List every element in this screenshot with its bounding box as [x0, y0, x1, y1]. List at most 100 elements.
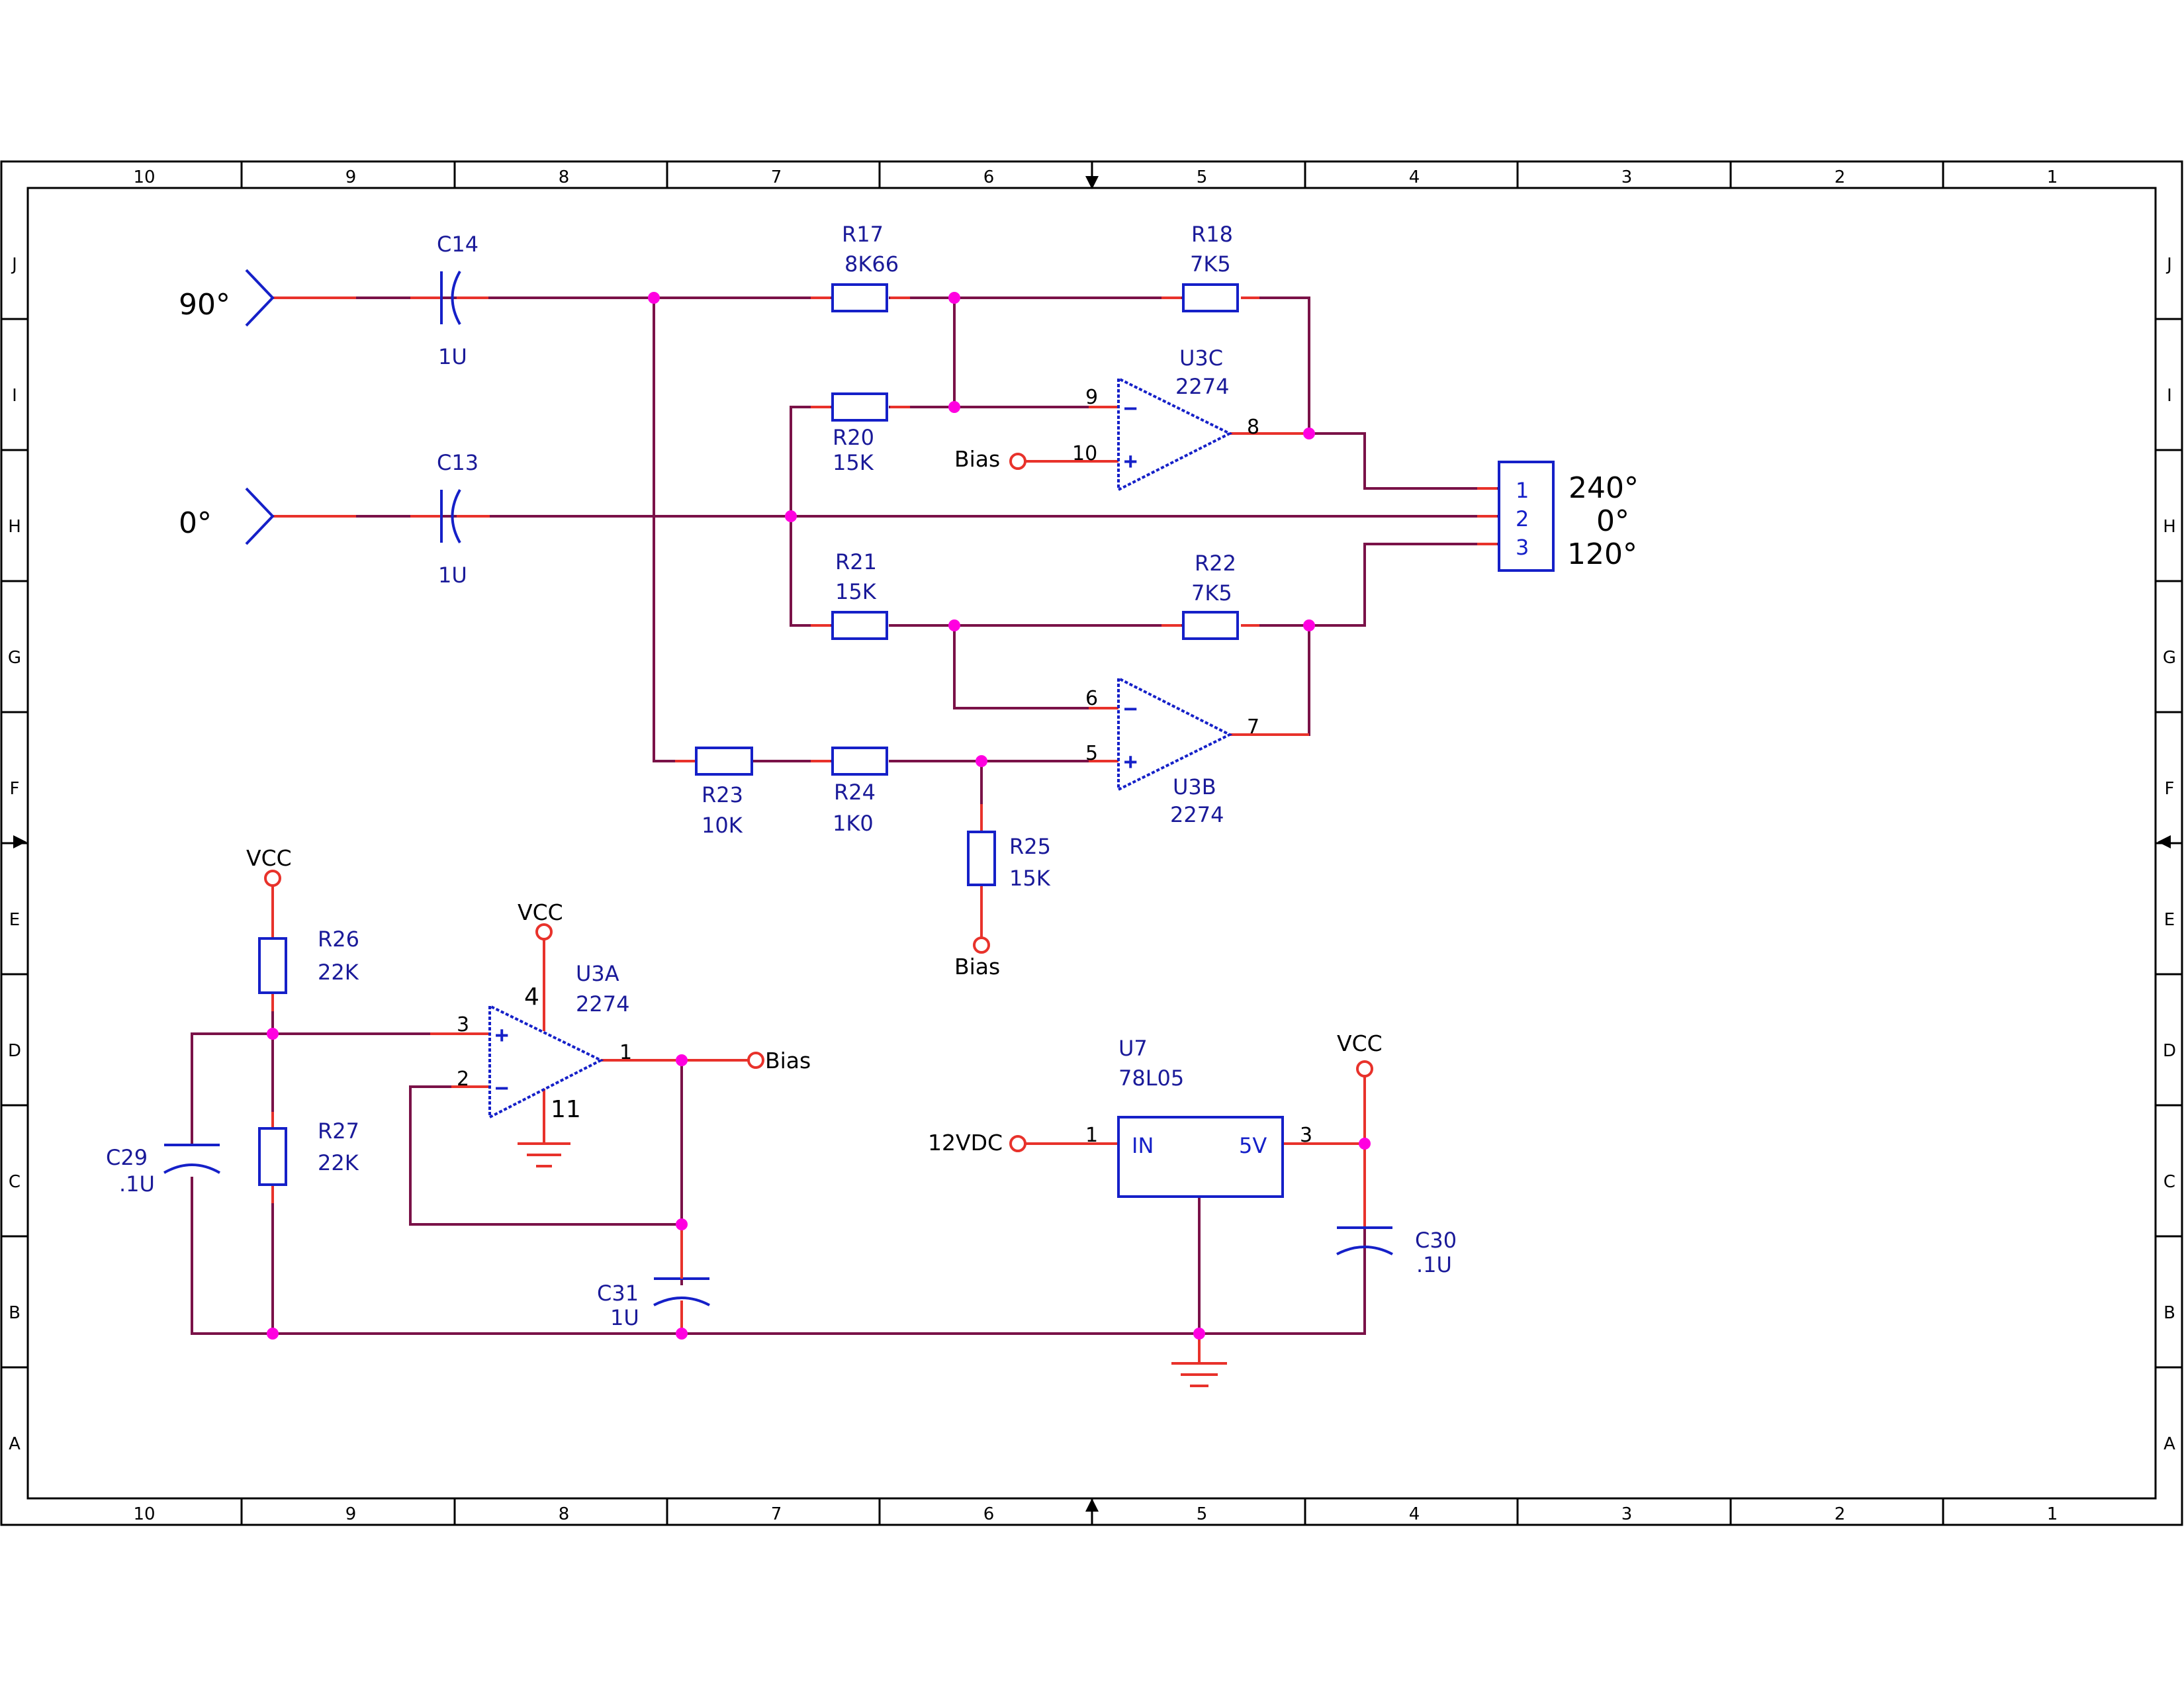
connector-label-120: 120° — [1567, 537, 1637, 571]
capacitor-c30[interactable]: C30 .1U — [1336, 1226, 1457, 1277]
capacitor-c31[interactable]: C31 1U — [597, 1224, 710, 1334]
r24-ref: R24 — [834, 780, 876, 805]
row-label-left: B — [9, 1303, 21, 1323]
ground-icon — [518, 1142, 570, 1167]
u3c-pin-inv: 9 — [1085, 386, 1098, 409]
resistor-r25[interactable]: R25 15K — [967, 831, 1051, 891]
vcc-label-u7: VCC — [1337, 1030, 1383, 1056]
u3c-plus-sign: + — [1124, 448, 1137, 475]
row-label-left: J — [11, 255, 17, 275]
c14-value: 1U — [438, 344, 467, 369]
input-label-0: 0° — [179, 506, 212, 540]
r26-value: 22K — [318, 960, 359, 985]
u7-pin-in: 1 — [1085, 1124, 1098, 1147]
row-label-right: E — [2164, 910, 2175, 930]
vcc-port-left — [264, 870, 281, 887]
c13-value: 1U — [438, 563, 467, 588]
r20-ref: R20 — [833, 425, 874, 450]
row-label-right: G — [2163, 648, 2176, 668]
r20-value: 15K — [833, 450, 874, 475]
r25-ref: R25 — [1009, 834, 1051, 859]
col-label-bottom: 5 — [1197, 1504, 1208, 1524]
r27-ref: R27 — [318, 1118, 359, 1144]
col-label-top: 3 — [1621, 167, 1633, 187]
input-arrow-0 — [245, 487, 275, 545]
u3a-pin-vcc: 4 — [524, 983, 539, 1011]
u3a-pin-gnd: 11 — [551, 1096, 581, 1123]
u3b-plus-sign: + — [1124, 749, 1137, 775]
resistor-r22[interactable]: R22 7K5 — [1182, 551, 1239, 640]
resistor-r20[interactable]: R20 15K — [831, 392, 888, 475]
r24-value: 1K0 — [833, 811, 874, 836]
u3c-pin-out: 8 — [1247, 416, 1259, 439]
bias-port-u3c — [1009, 453, 1026, 470]
col-label-bottom: 6 — [983, 1504, 995, 1524]
c29-value: .1U — [119, 1171, 155, 1197]
col-label-top: 5 — [1197, 167, 1208, 187]
supply-label: 12VDC — [928, 1130, 1003, 1156]
row-label-left: D — [8, 1041, 21, 1061]
connector-pin-2: 2 — [1516, 506, 1529, 531]
col-label-bottom: 4 — [1409, 1504, 1420, 1524]
c31-value: 1U — [610, 1305, 639, 1330]
resistor-r18[interactable]: R18 7K5 — [1182, 222, 1239, 312]
r17-value: 8K66 — [844, 251, 899, 277]
col-label-top: 7 — [771, 167, 782, 187]
output-connector[interactable]: 1 2 3 240° 0° 120° — [1498, 461, 1639, 572]
opamp-u3c[interactable]: − + 9 10 8 U3C 2274 — [1072, 345, 1259, 492]
col-label-bottom: 9 — [345, 1504, 357, 1524]
u3a-pin-inv: 2 — [457, 1068, 469, 1091]
row-label-right: B — [2163, 1303, 2175, 1323]
r17-ref: R17 — [842, 222, 884, 247]
col-label-top: 8 — [559, 167, 570, 187]
col-label-top: 1 — [2047, 167, 2058, 187]
u3a-plus-sign: + — [495, 1022, 508, 1048]
r27-value: 22K — [318, 1150, 359, 1175]
r18-value: 7K5 — [1190, 251, 1231, 277]
c31-ref: C31 — [597, 1281, 639, 1306]
u3a-part: 2274 — [576, 991, 629, 1017]
resistor-r26[interactable]: R26 22K — [258, 927, 359, 994]
resistor-r17[interactable]: R17 8K66 — [831, 222, 899, 312]
connector-label-0: 0° — [1596, 504, 1629, 538]
center-arrow-left — [13, 835, 26, 848]
u3c-ref: U3C — [1179, 345, 1223, 371]
u3a-pin-noninv: 3 — [457, 1013, 469, 1036]
u3c-pin-noninv: 10 — [1072, 442, 1097, 465]
col-label-bottom: 3 — [1621, 1504, 1633, 1524]
resistor-r27[interactable]: R27 22K — [258, 1118, 359, 1186]
u7-out-label: 5V — [1239, 1133, 1267, 1158]
bias-label-u3c: Bias — [954, 446, 1000, 472]
opamp-u3b[interactable]: − + 6 5 7 U3B 2274 — [1085, 676, 1259, 827]
c30-ref: C30 — [1415, 1228, 1457, 1253]
u3a-ref: U3A — [576, 961, 619, 986]
net-ports — [264, 453, 1373, 1152]
r18-ref: R18 — [1191, 222, 1233, 247]
row-label-left: H — [8, 517, 21, 537]
capacitor-c29[interactable]: C29 .1U — [106, 1144, 220, 1197]
row-label-right: H — [2163, 517, 2176, 537]
vcc-port-u3a — [535, 923, 553, 940]
opamp-u3a[interactable]: + − 3 2 1 4 11 U3A 2274 — [457, 961, 632, 1123]
junction-dots — [267, 292, 1371, 1340]
u3c-part: 2274 — [1175, 374, 1229, 399]
capacitor-c14[interactable]: C14 1U — [356, 232, 655, 369]
col-label-top: 2 — [1835, 167, 1846, 187]
resistor-r21[interactable]: R21 15K — [831, 549, 888, 640]
row-label-right: C — [2163, 1172, 2175, 1192]
capacitor-c13[interactable]: C13 1U — [410, 450, 490, 588]
r22-ref: R22 — [1195, 551, 1236, 576]
resistor-r24[interactable]: R24 1K0 — [831, 747, 888, 836]
col-label-bottom: 1 — [2047, 1504, 2058, 1524]
bias-port-r25 — [973, 936, 990, 954]
u3b-part: 2274 — [1170, 802, 1224, 827]
sheet-frame — [0, 160, 2183, 1526]
regulator-u7[interactable]: IN 5V 1 3 U7 78L05 — [1085, 1036, 1312, 1198]
row-label-right: A — [2163, 1434, 2175, 1454]
u7-in-label: IN — [1132, 1133, 1154, 1158]
connector-label-240: 240° — [1569, 471, 1639, 505]
col-label-bottom: 10 — [133, 1504, 155, 1524]
col-label-top: 9 — [345, 167, 357, 187]
resistor-r23[interactable]: R23 10K — [695, 747, 753, 838]
